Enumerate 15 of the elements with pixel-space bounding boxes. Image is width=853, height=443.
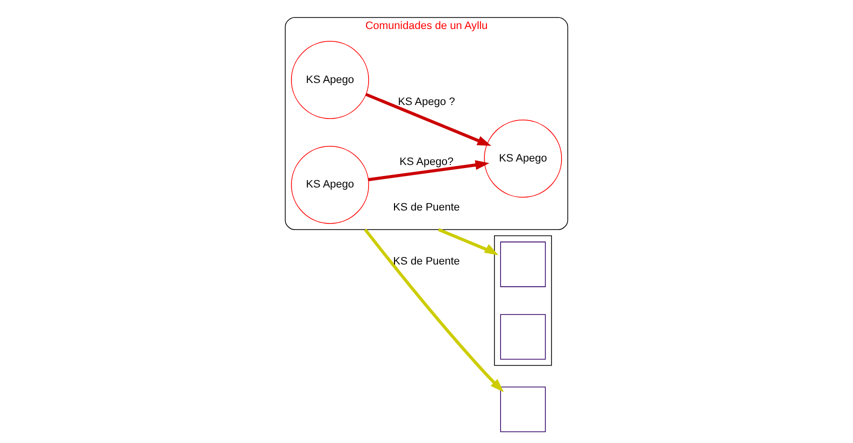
node-box [500, 242, 546, 288]
arrow [365, 92, 492, 146]
edge-label: KS de Puente [393, 201, 460, 214]
edge-label: KS Apego? [399, 156, 454, 168]
node-circle: KS Apego [291, 146, 370, 224]
node-circle: KS Apego [291, 40, 370, 119]
node-circle: KS Apego [484, 120, 562, 198]
edge-label: KS Apego ? [398, 96, 456, 108]
arrow [438, 228, 498, 256]
edge-label: KS de Puente [393, 255, 460, 268]
arrow [364, 228, 504, 392]
node-box [500, 314, 546, 360]
node-box [500, 386, 546, 432]
arrow [368, 160, 490, 182]
cluster [494, 235, 552, 366]
